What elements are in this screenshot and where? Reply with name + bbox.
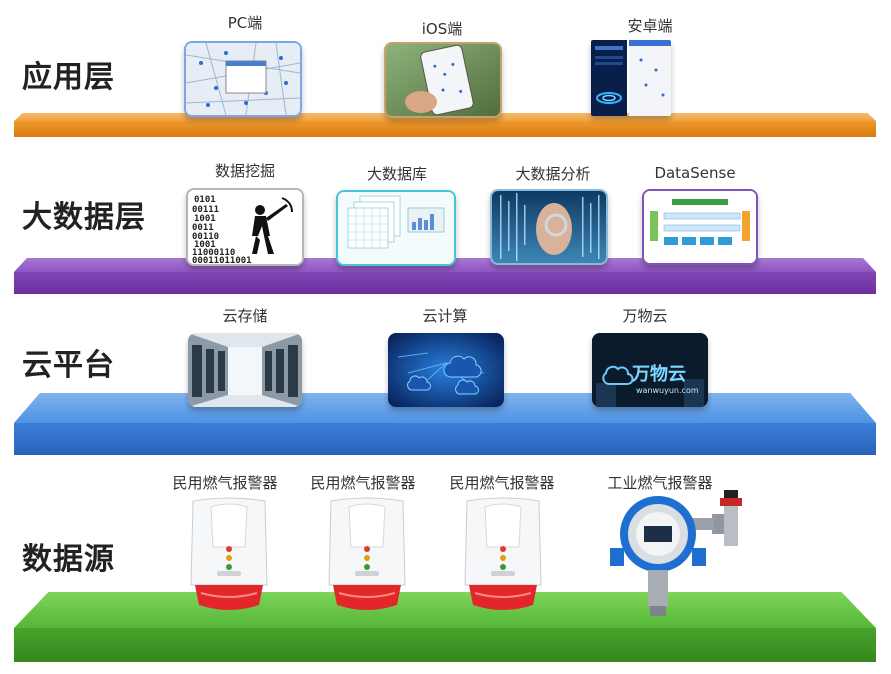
datasense-image[interactable] <box>642 189 758 265</box>
gas-detector-2[interactable] <box>325 497 409 617</box>
binary-row: 1001 <box>194 240 216 250</box>
cloud-icon <box>407 355 482 395</box>
indicator-lights <box>500 546 506 570</box>
wanwuyun-image[interactable]: 万物云 wanwuyun.com <box>592 333 708 407</box>
label-big-data-analysis: 大数据分析 <box>515 165 591 183</box>
data-mining-image[interactable]: 0101 00111 1001 0011 00110 1001 11000110… <box>186 188 304 266</box>
indicator-lights <box>226 546 232 570</box>
binary-row: 0011 <box>192 223 214 233</box>
layer-title-app: 应用层 <box>22 60 115 95</box>
label-detector-2: 民用燃气报警器 <box>310 474 416 492</box>
cloud-computing-image[interactable] <box>388 333 504 407</box>
label-wanwuyun: 万物云 <box>622 307 668 325</box>
label-cloud-storage: 云存储 <box>222 307 268 325</box>
layer-title-cloud: 云平台 <box>22 348 115 383</box>
ios-screenshot[interactable] <box>384 42 502 118</box>
label-datasense: DataSense <box>654 164 736 182</box>
cloud-logo-icon <box>602 365 634 385</box>
binary-row: 11000110 <box>192 248 235 258</box>
label-ios: iOS端 <box>421 20 463 38</box>
label-data-mining: 数据挖掘 <box>214 162 275 180</box>
label-big-database: 大数据库 <box>366 165 427 183</box>
wanwuyun-url: wanwuyun.com <box>636 386 699 395</box>
miner-icon <box>252 197 293 254</box>
industrial-gas-detector[interactable] <box>600 488 760 618</box>
indicator-lights <box>364 546 370 570</box>
label-industrial-detector: 工业燃气报警器 <box>607 474 713 492</box>
platform-source <box>14 592 876 662</box>
label-detector-1: 民用燃气报警器 <box>172 474 278 492</box>
label-cloud-computing: 云计算 <box>422 307 468 325</box>
label-detector-3: 民用燃气报警器 <box>449 474 555 492</box>
binary-row: 00111 <box>192 205 219 215</box>
platform-cloud <box>14 393 876 455</box>
binary-row: 00011011001 <box>192 256 252 264</box>
label-pc: PC端 <box>227 14 263 32</box>
wanwuyun-logo-text: 万物云 <box>631 363 686 385</box>
layer-title-source: 数据源 <box>22 542 115 577</box>
big-data-analysis-image[interactable] <box>490 189 608 265</box>
cloud-storage-image[interactable] <box>188 333 302 407</box>
layer-title-bigdata: 大数据层 <box>22 200 146 235</box>
big-database-image[interactable] <box>336 190 456 266</box>
gas-detector-1[interactable] <box>187 497 271 617</box>
pc-screenshot[interactable] <box>184 41 302 117</box>
binary-row: 00110 <box>192 232 219 242</box>
gas-detector-3[interactable] <box>461 497 545 617</box>
label-android: 安卓端 <box>627 17 673 35</box>
binary-row: 1001 <box>194 214 216 224</box>
android-screenshot[interactable] <box>591 40 671 116</box>
binary-row: 0101 <box>194 195 216 205</box>
